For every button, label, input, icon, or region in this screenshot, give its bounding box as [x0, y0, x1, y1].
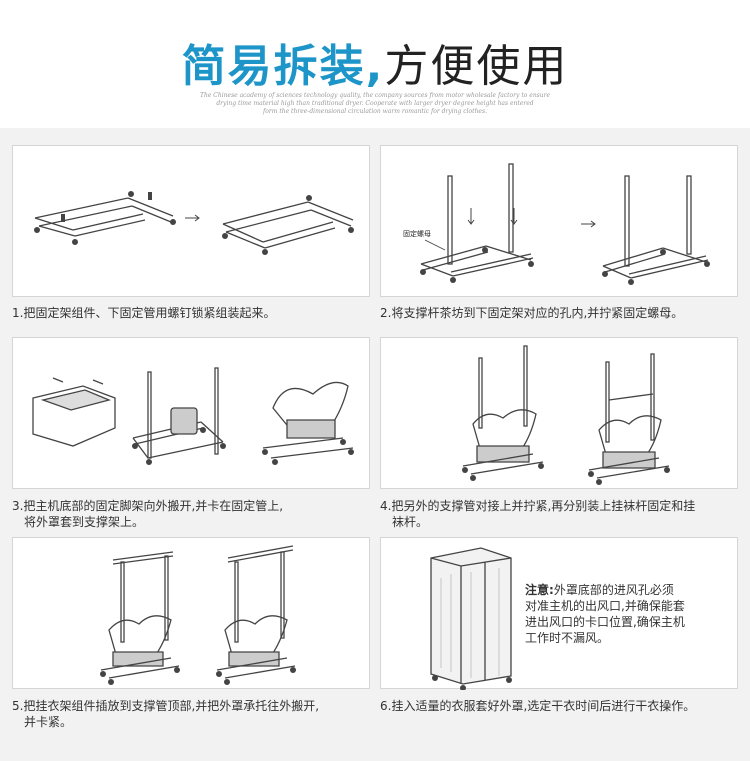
note-line-2: 对准主机的出风口,并确保能套: [525, 599, 685, 613]
note-label: 注意:: [525, 583, 554, 597]
note-line-1: 外罩底部的进风孔必须: [553, 583, 674, 597]
extension-pole-drawing: [462, 345, 670, 485]
step-2-text: 2.将支撑杆茶坊到下固定架对应的孔内,并拧紧固定螺母。: [380, 306, 684, 320]
step-1-illustration: [12, 145, 370, 297]
step-3-caption: 3.把主机底部的固定脚架向外搬开,并卡在固定管上, 将外罩套到支撑架上。: [12, 498, 370, 530]
step-5-illustration: [12, 537, 370, 689]
main-unit-drawing: [32, 367, 354, 465]
step-4-caption: 4.把另外的支撑管对接上并拧紧,再分别装上挂袜杆固定和挂 袜杆。: [380, 498, 742, 530]
note-line-4: 工作时不漏风。: [525, 631, 610, 645]
hanger-assembly-drawing: [100, 545, 296, 685]
page-subtitle: The Chinese academy of sciences technolo…: [150, 92, 600, 116]
step-3-text-line-2: 将外罩套到支撑架上。: [24, 515, 145, 529]
step-4-text-line-2: 袜杆。: [392, 515, 429, 529]
note-line-3: 进出风口的卡口位置,确保主机: [525, 615, 685, 629]
step-1-text: 1.把固定架组件、下固定管用螺钉锁紧组装起来。: [12, 306, 276, 320]
subtitle-line-3: form the three-dimensional circulation w…: [263, 108, 487, 115]
step-4-illustration: [380, 337, 738, 489]
subtitle-line-1: The Chinese academy of sciences technolo…: [199, 92, 551, 99]
step-2-caption: 2.将支撑杆茶坊到下固定架对应的孔内,并拧紧固定螺母。: [380, 305, 738, 321]
step-5-text-line-1: 5.把挂衣架组件插放到支撑管顶部,并把外罩承托往外搬开,: [12, 699, 320, 713]
support-pole-drawing: 固定螺母: [403, 163, 710, 285]
page-title: 简易拆装,方便使用: [0, 30, 750, 94]
step-2-illustration: 固定螺母: [380, 145, 738, 297]
step-6-text: 6.挂入适量的衣服套好外罩,选定干衣时间后进行干衣操作。: [380, 699, 696, 713]
step-6-illustration: [380, 537, 738, 690]
step-5-text-line-2: 并卡紧。: [24, 715, 73, 729]
title-highlight: 简易拆装,: [181, 41, 385, 92]
step-6-caption: 6.挂入适量的衣服套好外罩,选定干衣时间后进行干衣操作。: [380, 698, 742, 714]
frame-assembly-drawing: [34, 191, 354, 255]
subtitle-line-2: drying time material high than tradition…: [216, 100, 534, 107]
step-1-caption: 1.把固定架组件、下固定管用螺钉锁紧组装起来。: [12, 305, 370, 321]
step-4-text-line-1: 4.把另外的支撑管对接上并拧紧,再分别装上挂袜杆固定和挂: [380, 499, 696, 513]
header-banner: 简易拆装,方便使用 The Chinese academy of science…: [0, 0, 750, 128]
step-3-illustration: [12, 337, 370, 489]
title-rest: 方便使用: [384, 41, 569, 92]
step-3-text-line-1: 3.把主机底部的固定脚架向外搬开,并卡在固定管上,: [12, 499, 284, 513]
step-5-caption: 5.把挂衣架组件插放到支撑管顶部,并把外罩承托往外搬开, 并卡紧。: [12, 698, 370, 730]
attention-note: 注意:外罩底部的进风孔必须 对准主机的出风口,并确保能套 进出风口的卡口位置,确…: [525, 582, 720, 646]
covered-dryer-drawing: [430, 547, 512, 690]
nut-label: 固定螺母: [403, 229, 431, 238]
